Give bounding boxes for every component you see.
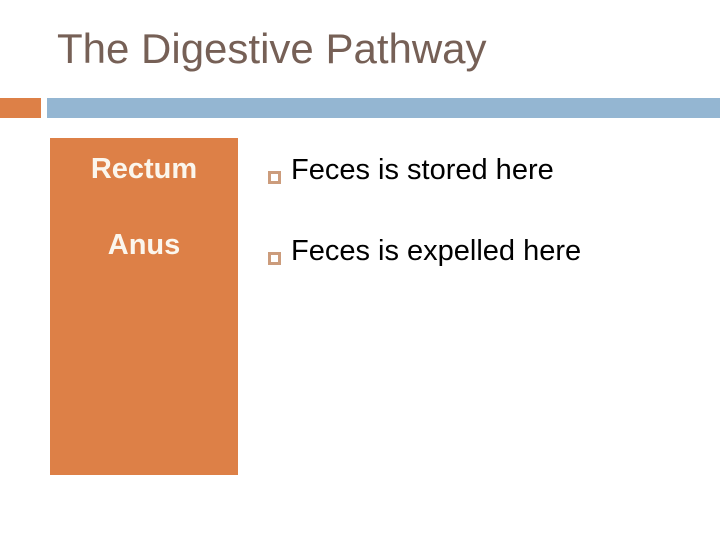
organ-label-rectum: Rectum bbox=[90, 153, 198, 185]
slide-title: The Digestive Pathway bbox=[57, 25, 487, 72]
square-bullet-icon bbox=[268, 171, 281, 184]
square-bullet-icon bbox=[268, 252, 281, 265]
bullet-text-expelled: Feces is expelled here bbox=[291, 235, 582, 267]
divider-blue-bar bbox=[47, 98, 720, 118]
organ-diagram-box: Rectum Anus bbox=[50, 138, 238, 475]
divider-orange-accent bbox=[0, 98, 41, 118]
bullet-item-stored: Feces is stored here bbox=[268, 154, 554, 187]
bullet-text-stored: Feces is stored here bbox=[291, 154, 554, 186]
bullet-item-expelled: Feces is expelled here bbox=[268, 235, 582, 268]
organ-label-anus: Anus bbox=[107, 229, 181, 261]
